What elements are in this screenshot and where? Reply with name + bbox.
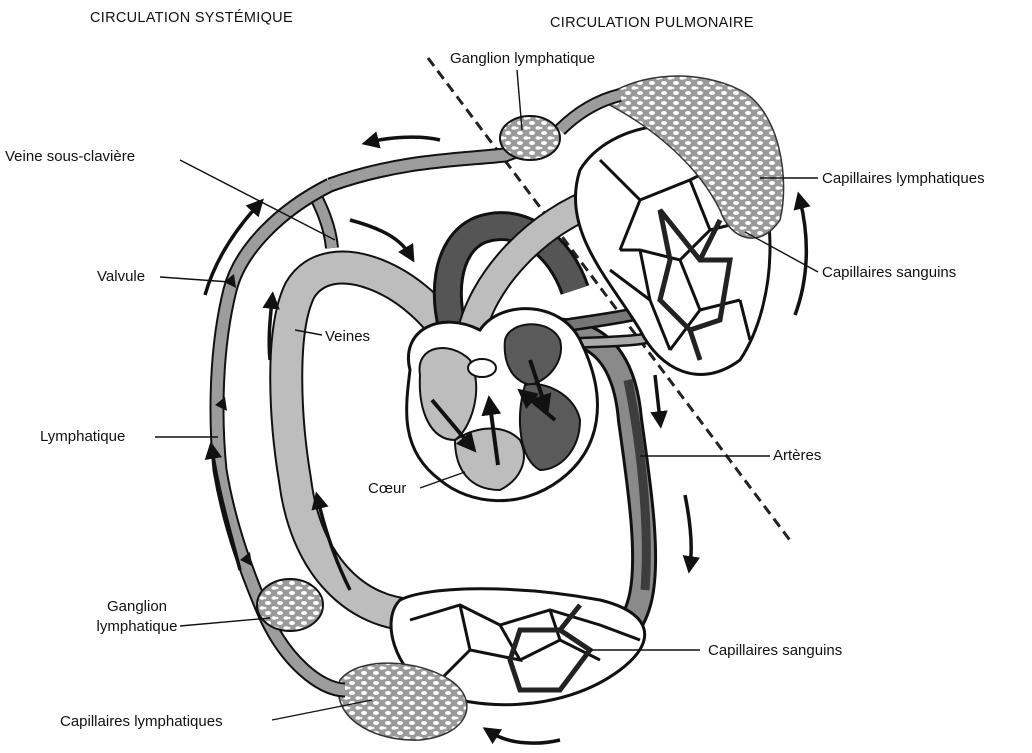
label-capillaires-sanguins-right: Capillaires sanguins — [822, 264, 956, 282]
label-veine-sous-claviere: Veine sous-clavière — [5, 148, 135, 166]
label-ganglion-left-line2: lymphatique — [92, 618, 182, 636]
lymph-node-left — [257, 579, 323, 631]
label-ganglion-left-line1: Ganglion — [92, 598, 182, 616]
label-capillaires-sanguins-bottom: Capillaires sanguins — [708, 642, 842, 660]
heart — [407, 309, 598, 501]
header-systemic: CIRCULATION SYSTÉMIQUE — [90, 10, 293, 26]
label-veines: Veines — [325, 328, 370, 346]
label-ganglion-top: Ganglion lymphatique — [450, 50, 595, 68]
label-lymphatique: Lymphatique — [40, 428, 125, 446]
lymph-node-top — [500, 116, 560, 160]
label-arteres: Artères — [773, 447, 821, 465]
label-valvule: Valvule — [97, 268, 145, 286]
label-capillaires-lymphatiques-right: Capillaires lymphatiques — [822, 170, 985, 188]
label-ganglion-left: Ganglion lymphatique — [92, 598, 182, 636]
header-pulmonary: CIRCULATION PULMONAIRE — [550, 15, 754, 31]
pulmonary-capillary-bed — [575, 76, 783, 374]
label-capillaires-lymphatiques-bottom: Capillaires lymphatiques — [60, 713, 223, 731]
label-coeur: Cœur — [368, 480, 406, 498]
